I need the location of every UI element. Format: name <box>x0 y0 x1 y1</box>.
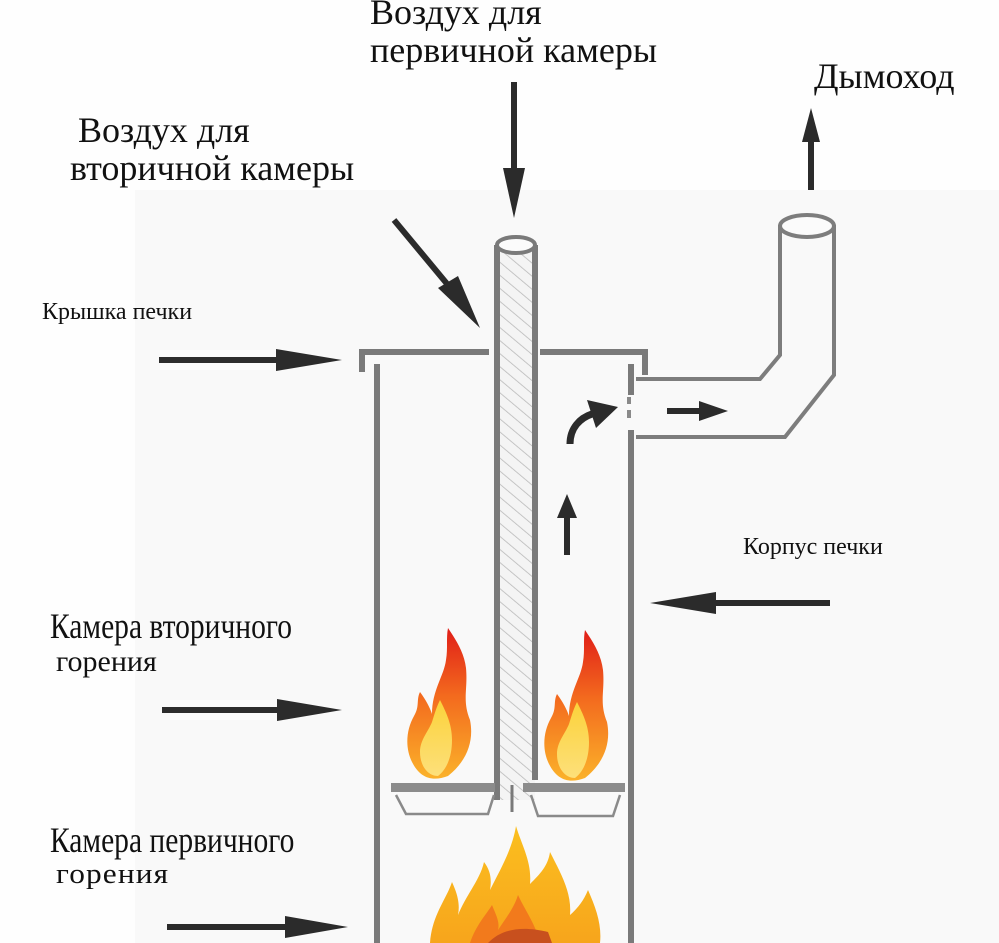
secondary-burner-plates <box>391 783 625 818</box>
gas-rise-arrow <box>557 494 577 555</box>
lid-label: Крышка печки <box>42 299 193 325</box>
body-pointer-arrow <box>650 592 830 614</box>
primary-chamber-label-line2: горения <box>56 858 170 890</box>
primary-chamber-label: Камера первичного горения <box>50 820 348 890</box>
gas-turn-arrow <box>566 400 618 445</box>
secondary-flame-right <box>544 630 609 781</box>
chimney-pipe <box>636 213 836 439</box>
lid-pointer-arrow <box>159 349 342 371</box>
primary-chamber-pointer-arrow <box>167 916 348 938</box>
paper-background <box>135 190 999 943</box>
secondary-chamber-label-line2: горения <box>56 644 157 678</box>
body-label: Корпус печки <box>743 534 883 560</box>
primary-air-label: Воздух для первичной камеры <box>370 0 657 70</box>
secondary-air-arrow <box>391 218 480 328</box>
primary-air-arrow <box>503 82 525 218</box>
secondary-flame-left <box>407 628 472 779</box>
stove-body <box>374 364 634 943</box>
chimney-label: Дымоход <box>814 56 955 96</box>
primary-chamber-label-line1: Камера первичного <box>50 820 295 860</box>
smoke-up-arrow <box>802 108 820 190</box>
secondary-air-label-line1: Воздух для <box>78 110 250 150</box>
secondary-chamber-pointer-arrow <box>162 699 342 721</box>
primary-air-label-line2: первичной камеры <box>370 29 658 70</box>
primary-fire <box>430 826 601 943</box>
secondary-air-label-line2: вторичной камеры <box>70 147 355 188</box>
secondary-air-label: Воздух для вторичной камеры <box>70 110 355 188</box>
primary-air-label-line1: Воздух для <box>370 0 542 32</box>
secondary-chamber-label-line1: Камера вторичного <box>50 606 293 646</box>
gas-to-chimney-arrow <box>667 401 728 421</box>
secondary-chamber-label: Камера вторичного горения <box>50 606 345 678</box>
stove-lid <box>359 349 648 375</box>
primary-air-pipe <box>494 235 538 812</box>
